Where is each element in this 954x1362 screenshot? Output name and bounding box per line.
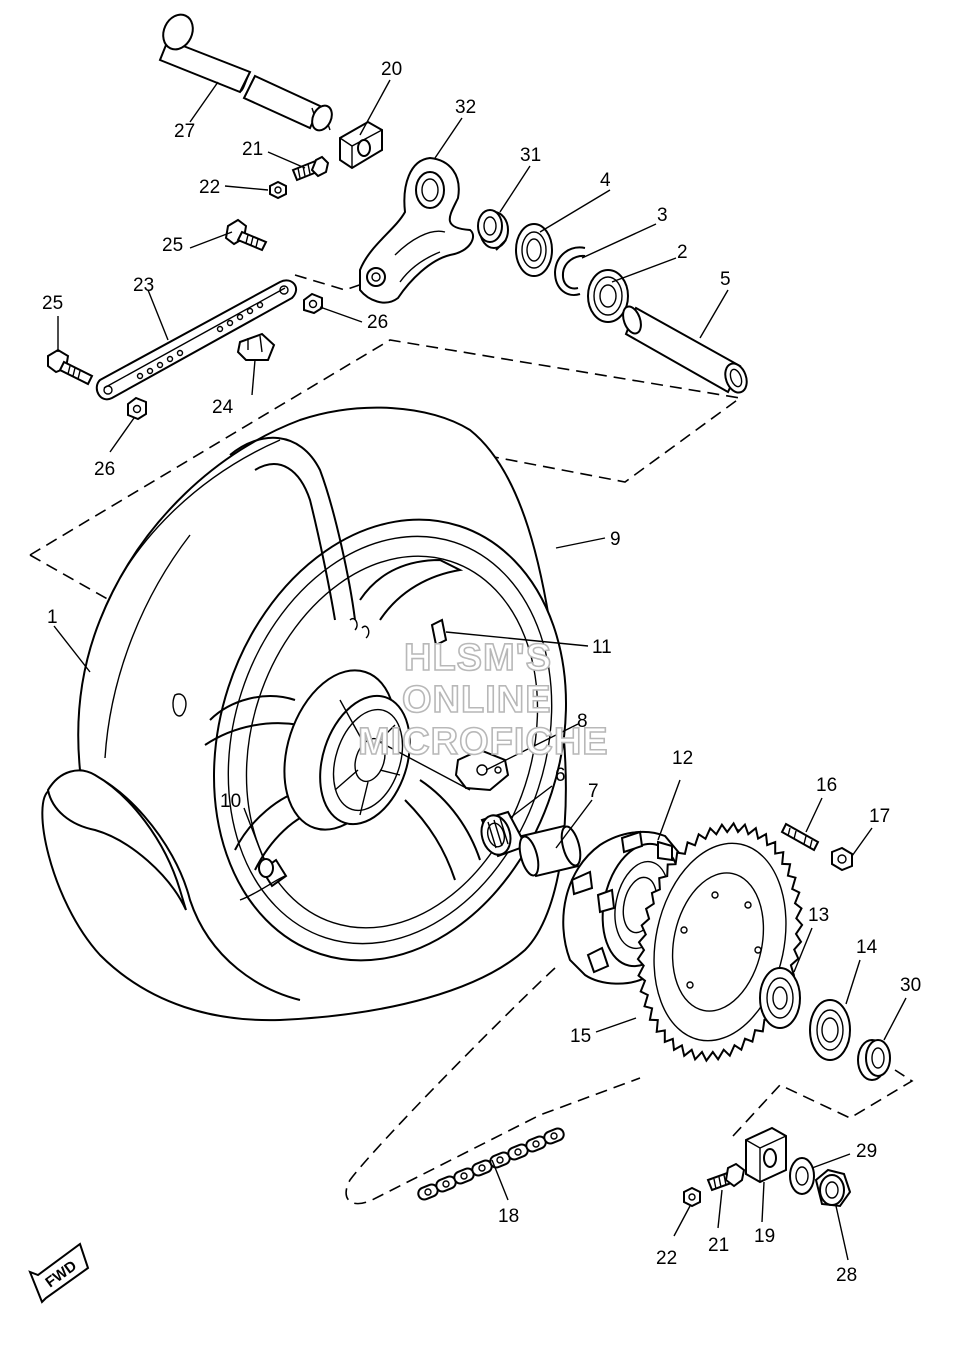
forward-arrow-icon: FWD [28, 1242, 90, 1304]
drive-chain-part-18 [417, 1127, 565, 1201]
clip-part-24 [236, 332, 276, 361]
valve-stem-part-10 [239, 858, 288, 901]
callout-6: 6 [555, 765, 566, 786]
stud-bolt-part-16 [780, 822, 820, 852]
callout-18: 18 [498, 1206, 519, 1227]
watermark-line-3: MICROFICHE [358, 721, 609, 763]
bearing-part-6 [480, 810, 528, 858]
callout-25-left: 25 [42, 293, 63, 314]
callout-10: 10 [220, 791, 241, 812]
adjuster-plate-part-19 [745, 1126, 787, 1184]
callout-21-bottom: 21 [708, 1235, 729, 1256]
adjuster-nut-part-22-top [269, 180, 287, 200]
chain-pin [514, 1148, 522, 1156]
callout-labels: 27 20 21 22 32 31 4 3 2 5 25 23 25 26 24… [42, 59, 921, 1286]
oil-seal-part-4 [515, 223, 553, 277]
chain-pin [478, 1164, 486, 1172]
leader-lines [53, 79, 907, 1261]
bolt-part-25-left [47, 348, 94, 386]
nut-part-26-left [127, 396, 147, 421]
sprocket-nut-part-17 [831, 846, 853, 872]
callout-22-top: 22 [199, 177, 220, 198]
watermark-line-1: HLSM'S [404, 637, 552, 679]
watermark-line-2: ONLINE [402, 679, 552, 721]
adjuster-plate-part-20 [339, 120, 383, 170]
collar-part-30 [857, 1039, 891, 1081]
watermark: HLSM'S ONLINE MICROFICHE [357, 636, 609, 764]
callout-17: 17 [869, 806, 890, 827]
callout-16: 16 [816, 775, 837, 796]
callout-14: 14 [856, 937, 878, 958]
callout-29: 29 [856, 1141, 877, 1162]
bearing-part-2 [587, 269, 629, 323]
collar-part-7 [518, 824, 582, 878]
chain-pin [424, 1188, 432, 1196]
callout-12: 12 [672, 748, 693, 769]
callout-30: 30 [900, 975, 921, 996]
callout-8: 8 [577, 711, 588, 732]
callout-26-right: 26 [367, 312, 388, 333]
callout-32: 32 [455, 97, 476, 118]
adjuster-bolt-part-21-top [291, 155, 330, 182]
callout-23: 23 [133, 275, 154, 296]
washer-part-29 [789, 1157, 815, 1195]
bearing-part-13 [759, 967, 801, 1029]
chain-pin [442, 1180, 450, 1188]
callout-15: 15 [570, 1026, 591, 1047]
torque-arm-part-23 [95, 279, 298, 401]
collar-part-31 [477, 209, 509, 251]
callout-13: 13 [808, 905, 829, 926]
callout-19: 19 [754, 1226, 775, 1247]
adjuster-nut-part-22-bottom [683, 1186, 701, 1208]
oil-seal-part-14 [809, 999, 851, 1061]
callout-1: 1 [47, 607, 58, 628]
caliper-bracket-part-32 [359, 156, 475, 304]
axle-nut-part-28 [814, 1168, 852, 1208]
chain-link [543, 1127, 565, 1145]
callout-24: 24 [212, 397, 234, 418]
bolt-part-25-upper [224, 218, 268, 252]
axle-part-27 [158, 13, 333, 132]
callout-31: 31 [520, 145, 541, 166]
adjuster-bolt-part-21-bottom [706, 1162, 746, 1192]
callout-7: 7 [588, 781, 599, 802]
callout-22-bottom: 22 [656, 1248, 677, 1269]
callout-27: 27 [174, 121, 195, 142]
callout-3: 3 [657, 205, 668, 226]
callout-4: 4 [600, 170, 611, 191]
nut-part-26-right [303, 292, 323, 315]
chain-pin [532, 1140, 540, 1148]
callout-9: 9 [610, 529, 621, 550]
callout-5: 5 [720, 269, 731, 290]
circlip-part-3 [553, 246, 586, 296]
balance-weight-part-11 [430, 618, 448, 647]
callout-11: 11 [592, 637, 612, 658]
callout-28: 28 [836, 1265, 857, 1286]
callout-20: 20 [381, 59, 402, 80]
chain-pin [460, 1172, 468, 1180]
callout-25-upper: 25 [162, 235, 183, 256]
chain-pin [550, 1132, 558, 1140]
chain-pin [496, 1156, 504, 1164]
callout-26-left: 26 [94, 459, 115, 480]
callout-2: 2 [677, 242, 688, 263]
spacer-part-5 [622, 305, 748, 394]
bracket-part-8 [454, 748, 510, 792]
wheel-rim-part-9 [172, 436, 567, 962]
callout-21-top: 21 [242, 139, 263, 160]
